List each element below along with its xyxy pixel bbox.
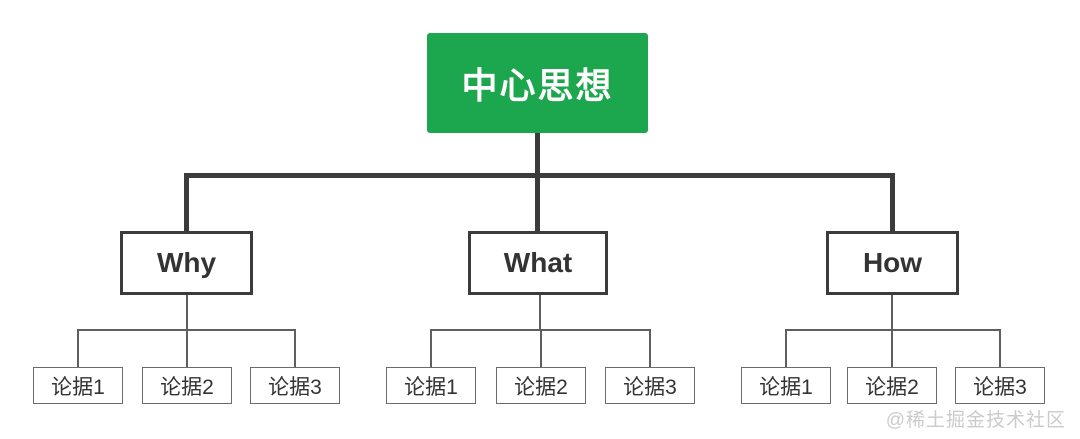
root-node-central-idea: 中心思想 — [427, 33, 648, 133]
leaf-node-how-arg1: 论据1 — [741, 367, 831, 404]
leaf-node-why-arg2: 论据2 — [142, 367, 232, 404]
connector-why-stem — [186, 295, 188, 331]
connector-what-child2-drop — [540, 329, 542, 367]
connector-how-children-horizontal — [785, 329, 1001, 331]
connector-why-vertical — [184, 173, 189, 231]
connector-how-vertical — [890, 173, 895, 231]
leaf-node-why-arg1: 论据1 — [33, 367, 123, 404]
leaf-node-why-arg3: 论据3 — [250, 367, 340, 404]
connector-why-child1-drop — [77, 329, 79, 367]
branch-node-what: What — [468, 231, 608, 295]
leaf-node-what-arg1: 论据1 — [386, 367, 476, 404]
connector-how-stem — [891, 295, 893, 331]
leaf-node-what-arg2: 论据2 — [496, 367, 586, 404]
connector-why-child2-drop — [186, 329, 188, 367]
connector-what-vertical — [535, 173, 540, 231]
leaf-node-how-arg2: 论据2 — [847, 367, 937, 404]
connector-what-stem — [539, 295, 541, 331]
connector-what-child3-drop — [649, 329, 651, 367]
watermark-text: @稀土掘金技术社区 — [885, 410, 1066, 431]
connector-how-child3-drop — [999, 329, 1001, 367]
connector-how-child1-drop — [785, 329, 787, 367]
connector-why-child3-drop — [294, 329, 296, 367]
connector-how-child2-drop — [891, 329, 893, 367]
connector-root-vertical — [535, 131, 540, 175]
branch-node-how: How — [826, 231, 959, 295]
branch-node-why: Why — [120, 231, 253, 295]
leaf-node-what-arg3: 论据3 — [605, 367, 695, 404]
leaf-node-how-arg3: 论据3 — [955, 367, 1045, 404]
connector-what-child1-drop — [430, 329, 432, 367]
